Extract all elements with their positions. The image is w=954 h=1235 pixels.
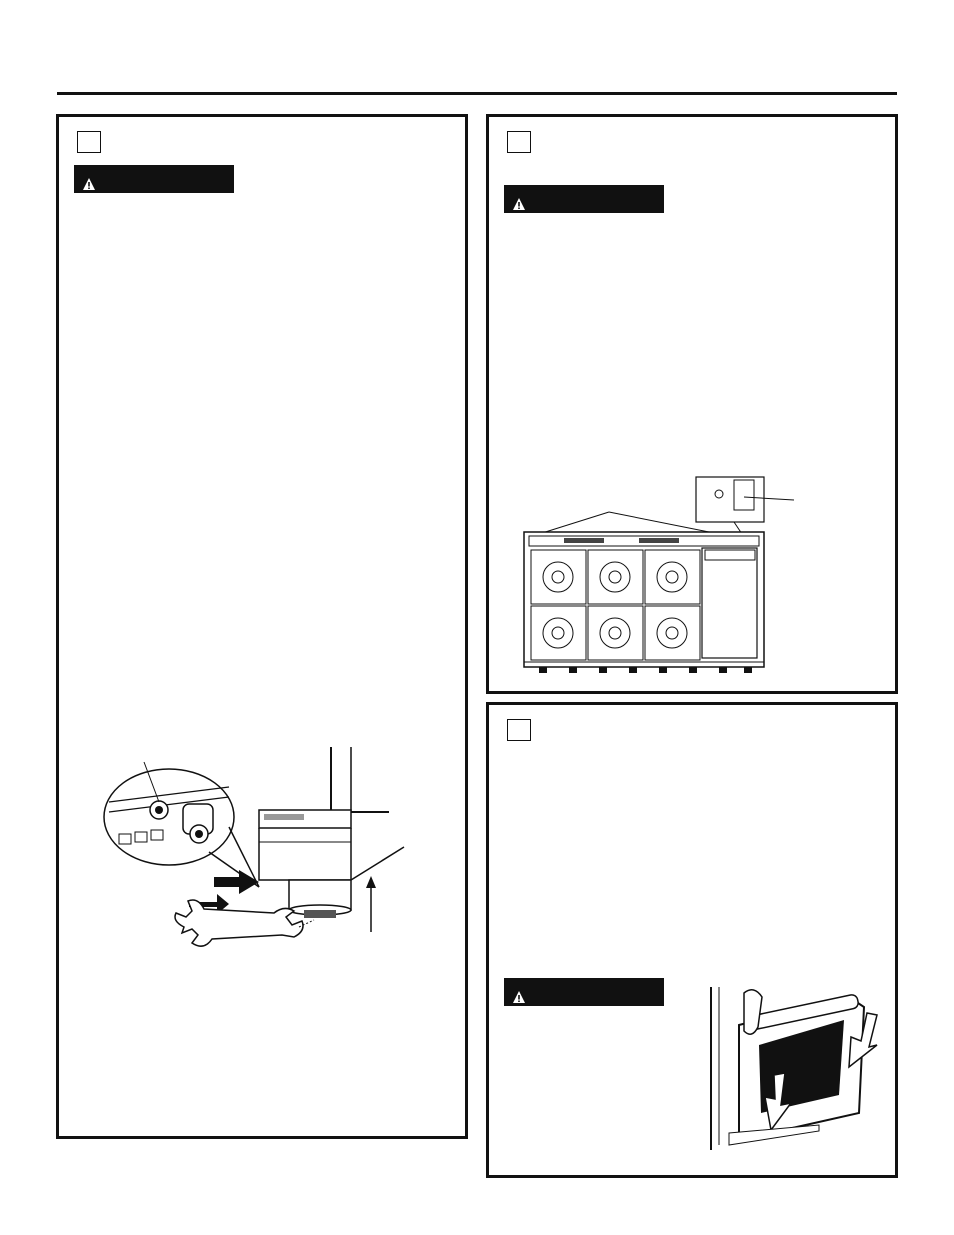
panel-oven-door — [486, 702, 898, 1178]
warning-triangle-icon — [512, 193, 526, 210]
header-rule — [57, 92, 897, 95]
step-number-box — [77, 131, 101, 153]
oven-door-illustration — [710, 987, 878, 1150]
warning-banner — [504, 185, 664, 213]
panel-leveling — [56, 114, 468, 1139]
step-number-box — [507, 719, 531, 741]
warning-banner — [504, 978, 664, 1006]
warning-triangle-icon — [512, 986, 526, 1003]
warning-banner — [74, 165, 234, 193]
panel-cooktop — [486, 114, 898, 694]
warning-triangle-icon — [82, 173, 96, 190]
cooktop-illustration — [523, 476, 795, 673]
step-number-box — [507, 131, 531, 153]
leveling-leg-illustration — [103, 747, 405, 947]
